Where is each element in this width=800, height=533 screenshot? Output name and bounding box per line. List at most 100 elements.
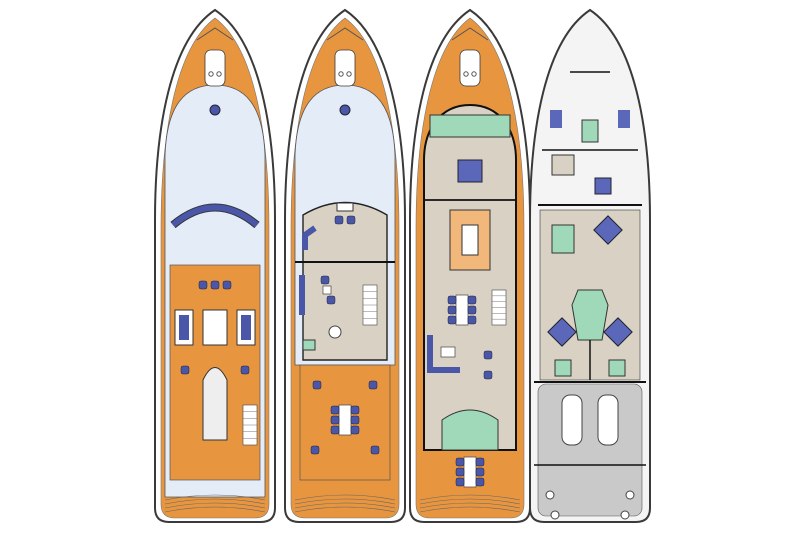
lounge-chair [310, 445, 320, 455]
dining-chair [475, 477, 485, 487]
deck-sun-deck [154, 8, 276, 523]
radar-dome-icon [339, 104, 351, 116]
dining-chair [447, 295, 457, 305]
swim-platform-step [419, 506, 521, 513]
settee [302, 225, 317, 250]
armchair [483, 370, 493, 380]
dining-chair [455, 477, 465, 487]
guest-bathroom [608, 359, 626, 377]
tank-hatch [550, 510, 560, 520]
table [455, 294, 469, 326]
bow-rail [326, 27, 364, 41]
deck-main-deck [409, 8, 531, 523]
lounge-chair [180, 365, 190, 375]
galley-island [461, 224, 479, 256]
guest-bed [603, 317, 633, 347]
helm-seat [210, 280, 220, 290]
crew-head [581, 119, 599, 143]
tank-hatch [545, 490, 555, 500]
bollard [471, 71, 477, 77]
guest-lobby [571, 289, 609, 341]
round-table [328, 325, 342, 339]
dining-chair [350, 425, 360, 435]
swim-platform-step [164, 494, 266, 501]
chair [326, 295, 336, 305]
master-bed [457, 159, 483, 183]
helm-chair [346, 215, 356, 225]
salon-sofa [427, 335, 460, 373]
table [338, 404, 352, 436]
helm-chair [334, 215, 344, 225]
tank-hatch [620, 510, 630, 520]
radar-dome-icon [209, 104, 221, 116]
lounge-chair [240, 365, 250, 375]
lounge-chair [370, 445, 380, 455]
engine [597, 394, 619, 446]
swim-platform-step [164, 502, 266, 509]
windlass [204, 49, 226, 87]
dining-chair [475, 457, 485, 467]
master-bathroom [429, 114, 511, 138]
crew-bunk [550, 110, 562, 128]
sofa [299, 275, 305, 315]
dining-chair [350, 405, 360, 415]
lounge-chair [368, 380, 378, 390]
windscreen-glass [171, 204, 259, 228]
bar-table [202, 309, 228, 346]
table [463, 456, 477, 488]
swim-platform-step [164, 498, 266, 505]
dining-chair [467, 295, 477, 305]
dining-chair [467, 315, 477, 325]
engine [561, 394, 583, 446]
bow-rail [196, 27, 234, 41]
helm-seat [198, 280, 208, 290]
cushion [179, 315, 189, 340]
deck-lower-deck [529, 8, 651, 523]
swim-platform-step [294, 502, 396, 509]
tank-hatch [625, 490, 635, 500]
lounge-chair [312, 380, 322, 390]
crew-bed [594, 177, 612, 195]
guest-bed [547, 317, 577, 347]
cushion [241, 315, 251, 340]
armchair [483, 350, 493, 360]
bollard [463, 71, 469, 77]
swim-platform-step [294, 494, 396, 501]
dining-chair [330, 425, 340, 435]
table [440, 346, 456, 358]
swim-platform-step [164, 506, 266, 513]
bollard [208, 71, 214, 77]
dining-chair [475, 467, 485, 477]
crew-bunk [618, 110, 630, 128]
helm-console [336, 202, 354, 212]
bollard [338, 71, 344, 77]
main-deck-interior [423, 103, 517, 451]
dining-chair [330, 415, 340, 425]
swim-platform-step [294, 506, 396, 513]
guest-bed [593, 215, 623, 245]
dining-chair [455, 467, 465, 477]
skylounge-interior [302, 201, 388, 361]
dining-chair [350, 415, 360, 425]
day-head [302, 339, 316, 351]
swim-platform-step [419, 502, 521, 509]
tender [202, 367, 228, 441]
guest-bathroom [554, 359, 572, 377]
deck-bridge-deck [284, 8, 406, 523]
dining-chair [330, 405, 340, 415]
swim-platform-step [419, 498, 521, 505]
windlass [459, 49, 481, 87]
table [322, 285, 332, 295]
windlass [334, 49, 356, 87]
chair [320, 275, 330, 285]
helm-seat [222, 280, 232, 290]
dining-chair [447, 305, 457, 315]
crew-mess [551, 154, 575, 176]
bollard [216, 71, 222, 77]
bollard [346, 71, 352, 77]
dining-chair [467, 305, 477, 315]
dining-chair [455, 457, 465, 467]
swim-platform-step [294, 498, 396, 505]
aft-lobby [441, 409, 499, 451]
